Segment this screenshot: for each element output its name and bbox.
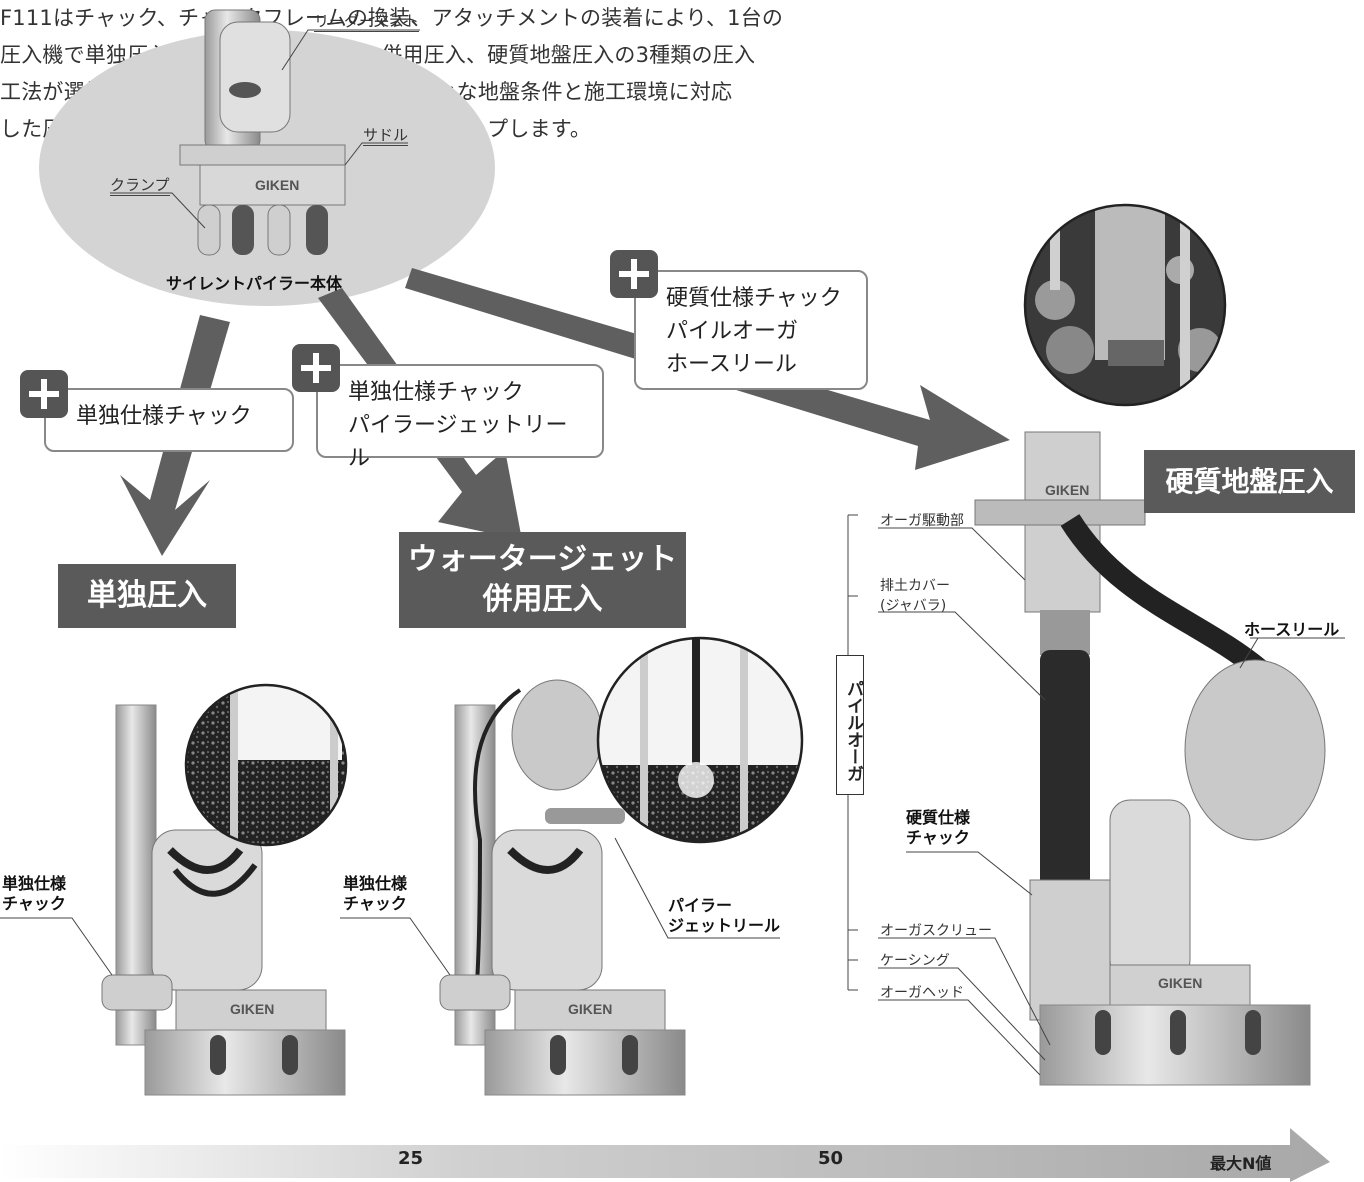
label-casing: ケーシング <box>880 953 950 969</box>
option-hard-line: 硬質仕様チャック <box>666 286 842 311</box>
label-pile-auger: パイルオーガ <box>836 655 864 795</box>
option-water-line: 単独仕様チャック <box>348 380 524 405</box>
hard-machine-illustration: GIKEN GIKEN <box>974 431 1326 1086</box>
method-single-text: 単独圧入 <box>87 578 207 613</box>
single-machine-illustration: GIKEN <box>101 704 346 1096</box>
method-banner-water: ウォータージェット 併用圧入 <box>399 532 686 628</box>
label-line: チャック <box>343 894 407 913</box>
method-banner-hard: 硬質地盤圧入 <box>1144 450 1355 513</box>
label-hard-chuck: 硬質仕様 チャック <box>906 808 970 848</box>
svg-text:GIKEN: GIKEN <box>230 1001 274 1017</box>
scale-max-label: 最大N値 <box>1210 1154 1272 1173</box>
label-line: 単独仕様 <box>2 874 67 893</box>
giken-logo-top: GIKEN <box>255 177 299 193</box>
option-box-hard: 硬質仕様チャック パイルオーガ ホースリール <box>634 270 868 390</box>
label-jet-reel: パイラー ジェットリール <box>668 896 780 936</box>
plus-icon <box>610 250 658 298</box>
label-line: (ジャバラ) <box>880 598 947 614</box>
method-water-line: 併用圧入 <box>482 582 603 617</box>
n-value-scale-arrow <box>0 1128 1330 1182</box>
water-ground-inset <box>596 636 804 844</box>
svg-text:GIKEN: GIKEN <box>1158 975 1202 991</box>
label-auger-screw: オーガスクリュー <box>880 923 992 939</box>
label-line: パイラー <box>668 896 733 915</box>
scale-tick-50: 50 <box>818 1148 844 1169</box>
method-hard-text: 硬質地盤圧入 <box>1165 464 1334 498</box>
label-line: 単独仕様 <box>343 874 408 893</box>
label-auger-drive: オーガ駆動部 <box>880 513 964 529</box>
label-leader-mast: リーダーマスト <box>314 10 420 32</box>
intro-line: F111はチャック、チャックフレームの換装、アタッチメントの装着により、1台の <box>0 6 784 30</box>
water-machine-illustration: GIKEN <box>439 679 686 1096</box>
svg-text:GIKEN: GIKEN <box>1045 482 1089 498</box>
label-clamp: クランプ <box>110 174 170 196</box>
label-single-chuck-a: 単独仕様 チャック <box>2 874 66 914</box>
plus-icon <box>20 370 68 418</box>
option-water-line: パイラージェットリール <box>348 413 568 471</box>
svg-text:GIKEN: GIKEN <box>568 1001 612 1017</box>
label-line: 硬質仕様 <box>906 808 971 827</box>
label-single-chuck-b: 単独仕様 チャック <box>343 874 407 914</box>
scale-tick-25: 25 <box>398 1148 424 1169</box>
label-clamp-text: クランプ <box>110 176 170 196</box>
hard-ground-inset <box>1023 203 1227 407</box>
option-hard-line: パイルオーガ <box>666 319 799 344</box>
label-line: チャック <box>906 828 970 847</box>
option-box-water: 単独仕様チャック パイラージェットリール <box>316 364 604 471</box>
label-saddle-text: サドル <box>363 126 409 146</box>
option-box-single: 単独仕様チャック <box>44 388 294 452</box>
method-banner-single: 単独圧入 <box>58 564 236 628</box>
label-leader-mast-text: リーダーマスト <box>314 12 420 32</box>
base-machine-title: サイレントパイラー本体 <box>166 274 343 293</box>
label-line: チャック <box>2 894 66 913</box>
label-hose-reel: ホースリール <box>1244 620 1340 639</box>
label-auger-head: オーガヘッド <box>880 985 964 1001</box>
label-soil-cover: 排土カバー (ジャバラ) <box>880 576 950 616</box>
method-water-line: ウォータージェット <box>407 542 678 577</box>
base-machine-illustration: GIKEN <box>179 9 346 256</box>
label-line: ジェットリール <box>668 916 781 935</box>
label-line: 排土カバー <box>880 578 950 594</box>
plus-icon <box>292 344 340 392</box>
label-saddle: サドル <box>363 124 409 146</box>
option-hard-line: ホースリール <box>666 352 797 377</box>
option-single-text: 単独仕様チャック <box>76 404 252 429</box>
